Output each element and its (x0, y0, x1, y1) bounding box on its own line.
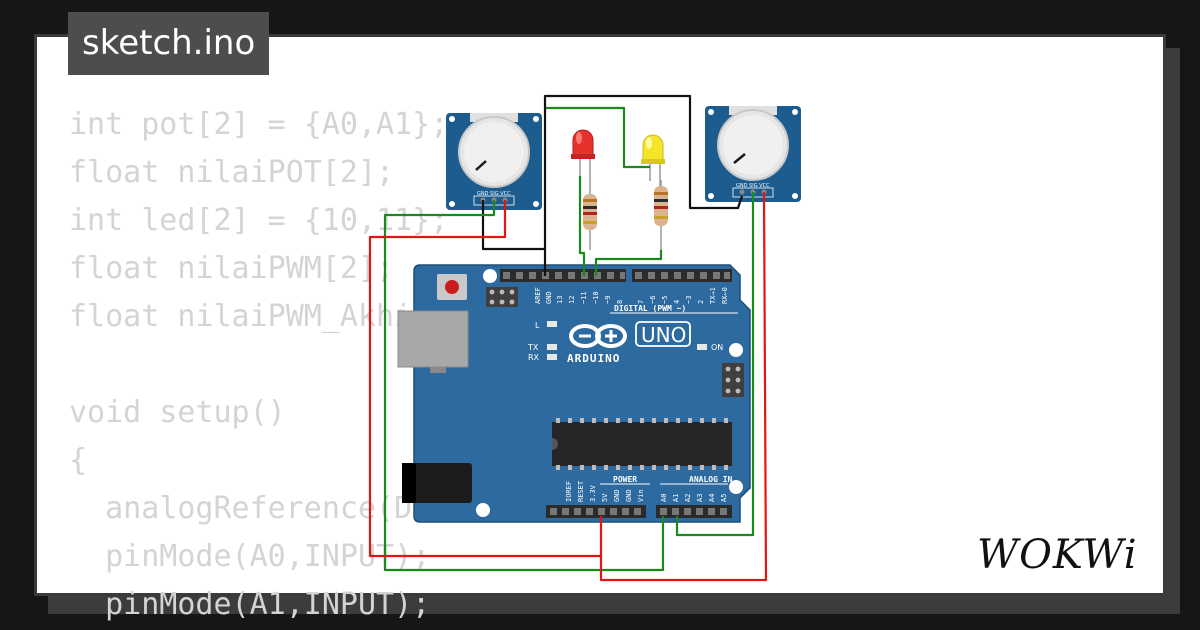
vcc-wire-pot2 (599, 191, 768, 582)
digital-pin-header[interactable] (500, 269, 732, 282)
pin-label-ioref: IOREF (565, 481, 573, 502)
power-pin-header[interactable] (546, 505, 646, 518)
pin-label-reset: RESET (577, 480, 585, 502)
arduino-uno-board[interactable]: AREF GND 13 12 ~11 ~10 ~9 8 7 ~6 ~5 4 ~3… (397, 264, 751, 523)
analog-pin-labels: A0 A1 A2 A3 A4 A5 (660, 494, 728, 502)
potentiometer-knob-indicator (475, 160, 487, 171)
wires (368, 94, 768, 582)
pin-label-10: ~10 (592, 291, 600, 304)
pin-label-gnd-2: GND (625, 489, 633, 502)
signal-wire-pot1 (383, 200, 665, 572)
potentiometer-1-pin-labels: GND SIG VCC (477, 191, 511, 197)
code-line: int led[2] = {10,11}; (69, 203, 449, 238)
pin-label-a0: A0 (660, 494, 668, 502)
gnd-wire-pot2 (543, 94, 744, 249)
pin-label-a1: A1 (672, 494, 680, 502)
analog-header-label: ANALOG IN (689, 475, 733, 484)
arduino-logo (569, 324, 627, 348)
pin-label-aref: AREF (534, 287, 542, 304)
potentiometer-2-pin-labels: GND SIG VCC (736, 183, 770, 189)
potentiometer-1[interactable]: GND SIG VCC (446, 113, 542, 210)
pin-label-3: ~3 (685, 296, 693, 304)
digital-pin-labels: AREF GND 13 12 ~11 ~10 ~9 8 7 ~6 ~5 4 ~3… (534, 287, 729, 304)
power-jack (402, 463, 472, 503)
icsp-header-1 (486, 287, 518, 307)
usb-port (397, 310, 469, 368)
led-label-tx: TX (527, 343, 539, 352)
code-line: float nilaiPWM[2]; (69, 251, 395, 286)
pin-label-2: 2 (697, 300, 705, 304)
wokwi-logo: WOKWi (977, 532, 1138, 578)
pin-label-4: 4 (673, 300, 681, 304)
led-label-l: L (535, 321, 540, 330)
pin-label-a3: A3 (696, 494, 704, 502)
code-line: pinMode(A1,INPUT); (69, 587, 431, 622)
vcc-wire-pot1 (368, 200, 603, 558)
pin-label-gnd: GND (545, 291, 553, 304)
code-line: float nilaiPOT[2]; (69, 155, 395, 190)
pin-label-9: ~9 (604, 296, 612, 304)
pin-label-5v: 5V (601, 493, 609, 502)
pin-label-11: ~11 (580, 291, 588, 304)
board-model-label: UNO (641, 323, 686, 347)
pin-label-12: 12 (568, 296, 576, 304)
yellow-led[interactable] (641, 134, 665, 188)
led-wire-2a (594, 250, 663, 276)
pin-label-a4: A4 (708, 494, 716, 502)
pin-label-8: 8 (616, 300, 624, 304)
pin-label-0: RX←0 (721, 287, 729, 304)
signal-wire-pot2 (675, 192, 755, 537)
file-title-tab[interactable]: sketch.ino (68, 12, 270, 75)
power-pin-labels: IOREF RESET 3.3V 5V GND GND Vin (565, 480, 645, 502)
gnd-wire-pot1 (481, 200, 547, 276)
potentiometer-knob-indicator (733, 153, 746, 164)
pin-label-a5: A5 (720, 494, 728, 502)
digital-header-label: DIGITAL (PWM ~) (614, 304, 686, 313)
potentiometer-2[interactable]: GND SIG VCC (705, 106, 801, 202)
led-wire-1 (578, 176, 586, 276)
pin-label-1: TX→1 (709, 287, 717, 304)
code-listing: int pot[2] = {A0,A1}; float nilaiPOT[2]; i… (69, 101, 557, 629)
board-brand-label: ARDUINO (567, 352, 620, 365)
code-line: { (69, 443, 88, 478)
pin-label-vin: Vin (637, 489, 645, 502)
resistor-1[interactable] (583, 184, 597, 250)
red-led[interactable] (571, 129, 595, 184)
pin-label-a2: A2 (684, 494, 692, 502)
wokwi-logo-text: WOKWi (977, 532, 1138, 578)
icsp-header-2 (722, 363, 744, 397)
pin-label-5: ~5 (661, 296, 669, 304)
resistor-2[interactable] (654, 180, 668, 250)
led-label-on: ON (711, 343, 723, 352)
code-line: int pot[2] = {A0,A1}; (69, 107, 449, 142)
led-label-rx: RX (528, 353, 540, 362)
analog-pin-header[interactable] (656, 505, 732, 518)
pin-label-6: ~6 (649, 296, 657, 304)
pin-label-13: 13 (556, 296, 564, 304)
pin-label-7: 7 (637, 300, 645, 304)
pin-label-gnd-1: GND (613, 489, 621, 502)
atmega-chip (552, 418, 732, 470)
code-line: void setup() (69, 395, 286, 430)
power-header-label: POWER (613, 475, 637, 484)
pin-label-3v3: 3.3V (589, 484, 597, 502)
